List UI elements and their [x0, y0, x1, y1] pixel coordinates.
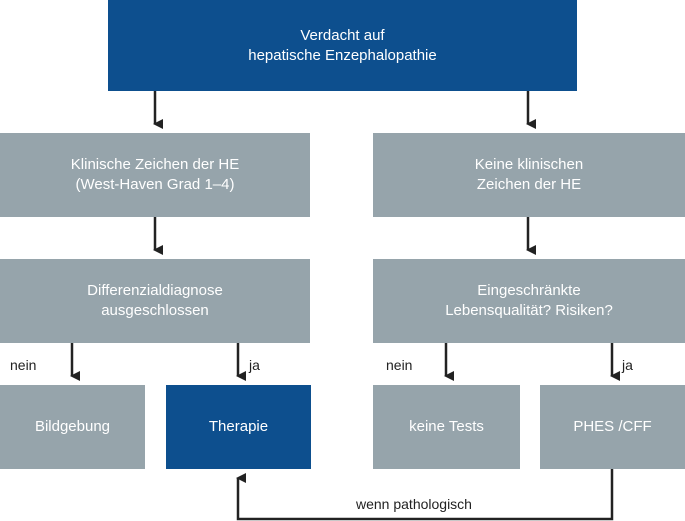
label-qol-no: nein: [386, 357, 413, 373]
node-quality-of-life: Eingeschränkte Lebensqualität? Risiken?: [373, 259, 685, 343]
node-differential: Differenzialdiagnose ausgeschlossen: [0, 259, 310, 343]
label-feedback: wenn pathologisch: [356, 496, 472, 512]
node-quality-of-life-text: Eingeschränkte Lebensqualität? Risiken?: [445, 282, 613, 319]
node-imaging: Bildgebung: [0, 385, 145, 469]
node-therapy: Therapie: [166, 385, 311, 469]
node-no-clinical-signs: Keine klinischen Zeichen der HE: [373, 133, 685, 217]
node-phes-cff-text: PHES /CFF: [573, 418, 652, 435]
node-differential-text: Differenzialdiagnose ausgeschlossen: [87, 282, 223, 319]
node-suspicion-text: Verdacht auf hepatische Enzephalopathie: [248, 26, 437, 64]
node-phes-cff: PHES /CFF: [540, 385, 685, 469]
node-clinical-signs: Klinische Zeichen der HE (West-Haven Gra…: [0, 133, 310, 217]
node-no-tests: keine Tests: [373, 385, 520, 469]
node-suspicion: Verdacht auf hepatische Enzephalopathie: [108, 0, 577, 91]
label-diff-yes: ja: [249, 357, 260, 373]
arrow-phes-to-therapy-feedback: [236, 469, 614, 521]
label-diff-no: nein: [10, 357, 37, 373]
node-no-clinical-signs-text: Keine klinischen Zeichen der HE: [474, 156, 584, 193]
node-clinical-signs-text: Klinische Zeichen der HE (West-Haven Gra…: [70, 156, 240, 193]
node-imaging-text: Bildgebung: [34, 418, 111, 435]
label-qol-yes: ja: [622, 357, 633, 373]
node-no-tests-text: keine Tests: [409, 418, 484, 435]
node-therapy-text: Therapie: [208, 418, 269, 435]
